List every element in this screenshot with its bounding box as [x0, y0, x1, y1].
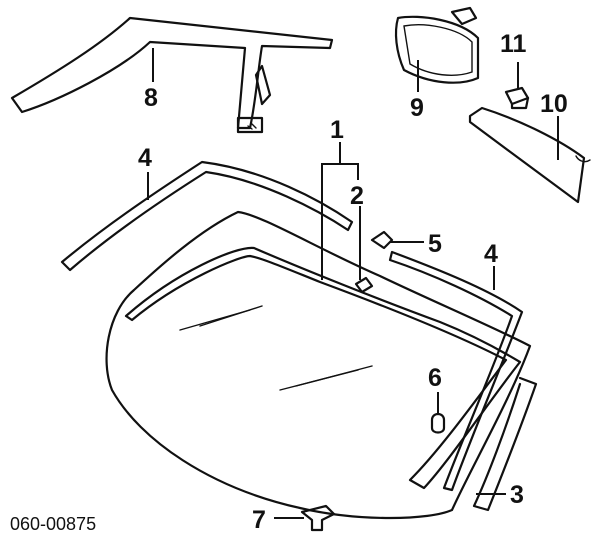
windshield-glass	[105, 210, 532, 520]
diagram-code: 060-00875	[10, 514, 96, 534]
callout-8: 8	[144, 84, 158, 112]
callout-5: 5	[428, 230, 442, 258]
callout-3: 3	[510, 481, 524, 509]
part-5-clip	[370, 230, 394, 250]
callout-10: 10	[540, 90, 568, 118]
part-10-sun-visor	[468, 106, 591, 204]
part-4-upper-molding	[60, 160, 354, 272]
part-3-lower-molding	[472, 376, 538, 512]
part-7-clip	[300, 504, 336, 532]
callout-2: 2	[350, 182, 364, 210]
callout-labels: 8 9 11 10 4 1 2 5 4 6 7 3	[138, 30, 568, 534]
callout-1: 1	[330, 116, 344, 144]
part-11-visor-clip	[504, 86, 530, 110]
callout-9: 9	[410, 94, 424, 122]
callout-4-upper: 4	[138, 144, 152, 172]
part-2-clip	[354, 276, 374, 294]
leader-lines	[147, 48, 559, 519]
callout-11: 11	[500, 30, 527, 58]
part-8-pillar-trim	[10, 16, 334, 134]
part-9-rear-view-mirror	[394, 6, 480, 84]
part-6-clip	[430, 412, 446, 434]
callout-6: 6	[428, 364, 442, 392]
callout-7: 7	[252, 506, 266, 534]
part-4-side-molding	[388, 250, 524, 492]
callout-4-side: 4	[484, 240, 498, 268]
